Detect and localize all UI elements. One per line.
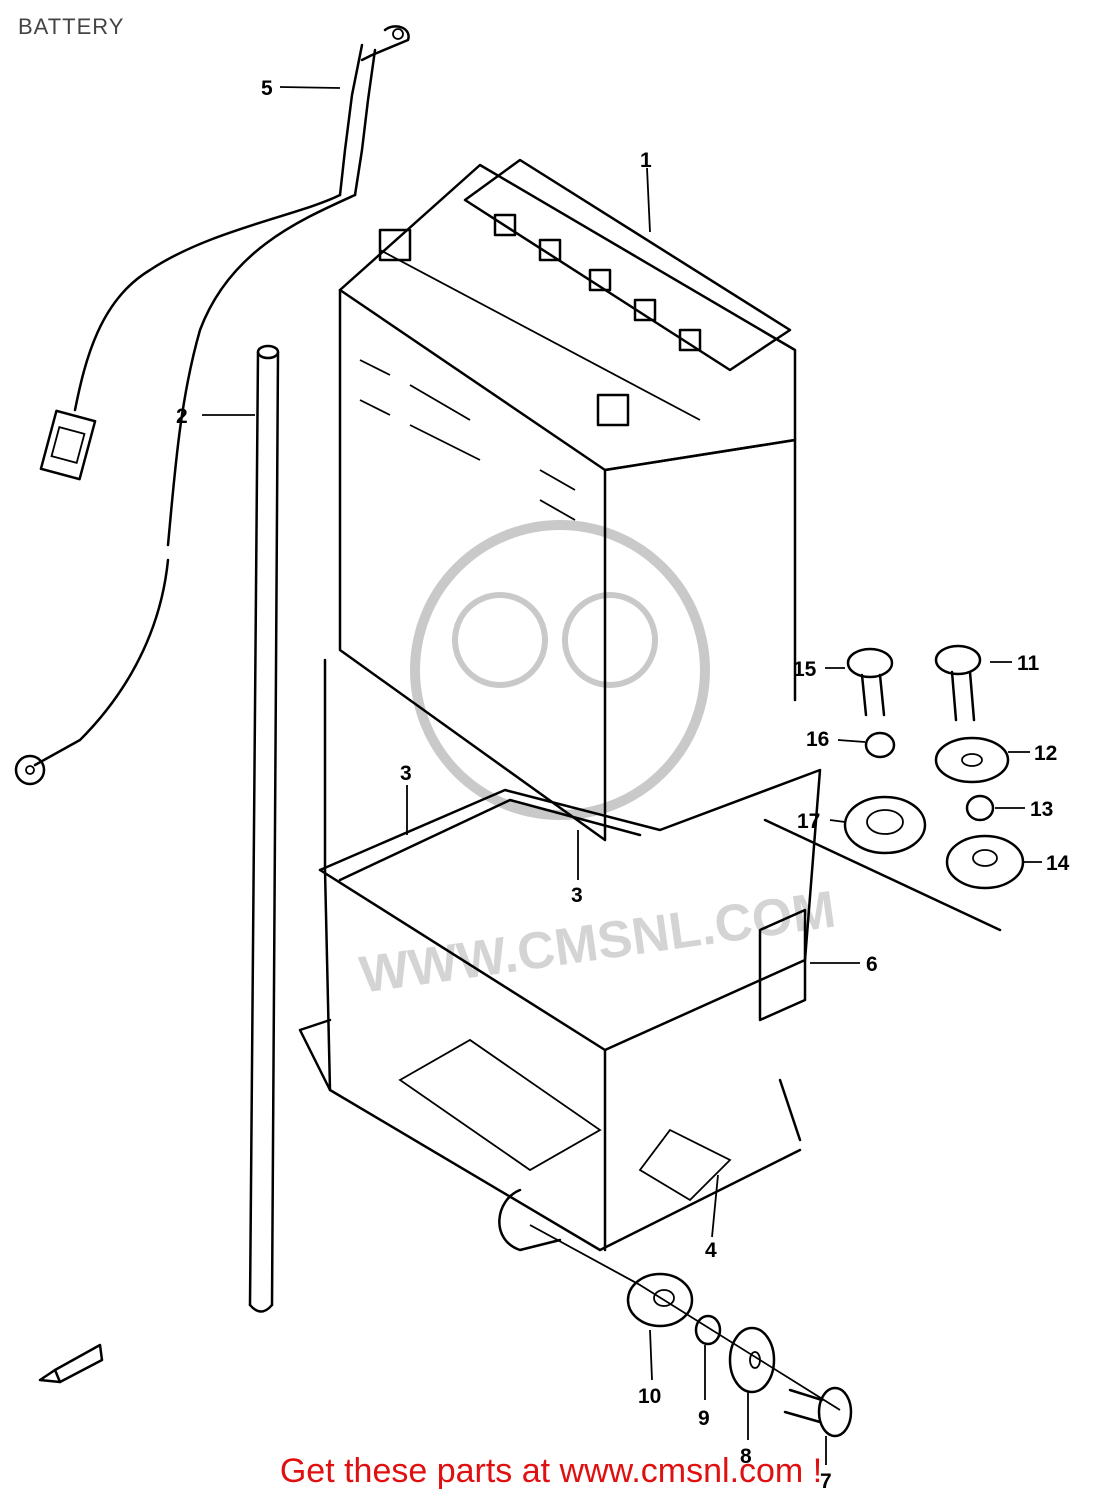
assembly-line (529, 1224, 841, 1411)
part-5-battery-lead (14, 25, 410, 786)
callout-1: 1 (640, 149, 652, 172)
part-11-screw (934, 644, 982, 722)
callout-17: 17 (797, 810, 820, 833)
callout-14: 14 (1046, 852, 1070, 875)
callout-9: 9 (698, 1407, 710, 1430)
callout-5: 5 (261, 77, 273, 100)
callout-4: 4 (705, 1239, 717, 1262)
part-7-screw (783, 1386, 853, 1438)
part-10-cushion (626, 1272, 694, 1328)
part-6-holder-band (758, 818, 1002, 1022)
callout-15: 15 (793, 658, 817, 681)
footer-link-text[interactable]: Get these parts at www.cmsnl.com ! (279, 1452, 823, 1490)
callout-3-right: 3 (571, 884, 583, 907)
part-17-cushion (843, 795, 927, 855)
forward-arrow-icon (38, 1343, 104, 1384)
callout-3-left: 3 (400, 762, 412, 785)
part-9-collar (694, 1314, 722, 1346)
part-16-collar (864, 731, 896, 759)
callout-6: 6 (866, 953, 878, 976)
callout-8: 8 (740, 1445, 752, 1468)
watermark-logo: WWW.CMSNL.COM (356, 520, 839, 1005)
part-1-battery (338, 158, 797, 842)
callout-11: 11 (1017, 652, 1040, 675)
part-8-washer (728, 1326, 776, 1394)
diagram-title: BATTERY (18, 14, 125, 39)
callout-7: 7 (820, 1470, 832, 1493)
callout-12: 12 (1034, 742, 1057, 765)
leader-lines (202, 86, 1042, 1465)
part-12-washer (934, 736, 1010, 784)
part-4-battery-case (298, 658, 822, 1252)
watermark-text: WWW.CMSNL.COM (356, 881, 839, 1005)
callout-10: 10 (638, 1385, 661, 1408)
part-2-breather-tube (248, 344, 280, 1313)
part-15-screw (846, 647, 894, 717)
callout-2: 2 (176, 405, 188, 428)
part-14-cushion (945, 834, 1025, 890)
callout-16: 16 (806, 728, 829, 751)
part-13-collar (965, 794, 995, 822)
callout-13: 13 (1030, 798, 1053, 821)
